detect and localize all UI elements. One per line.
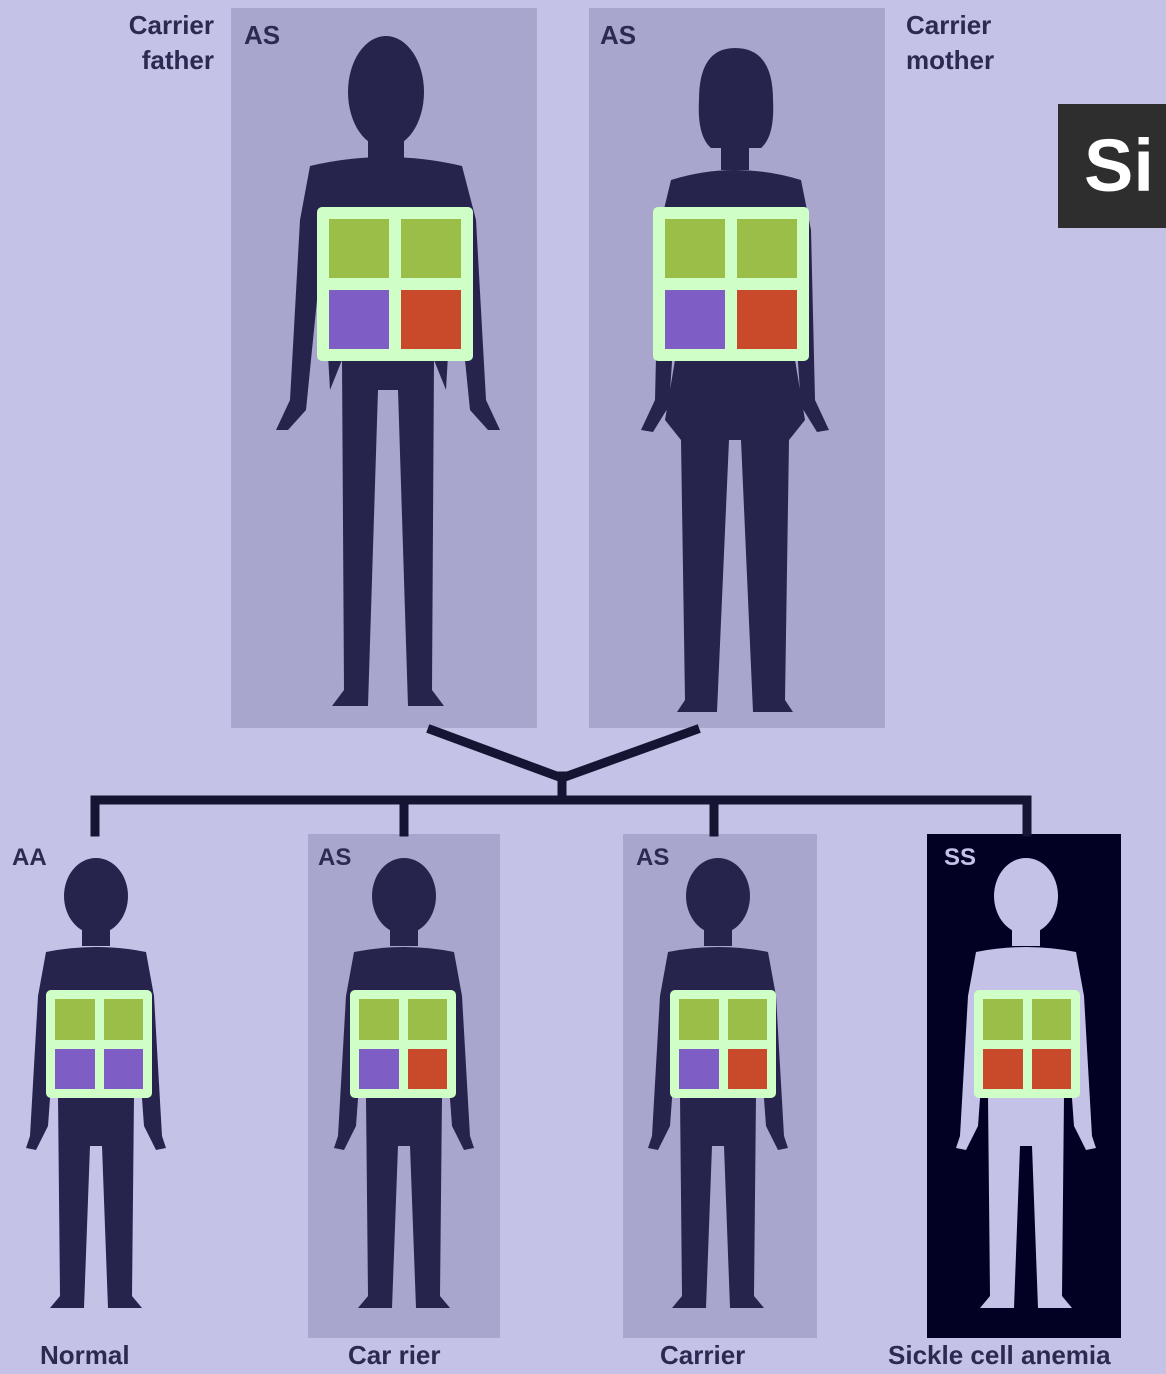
child-3-allele-grid — [670, 990, 776, 1098]
allele-cell — [401, 219, 461, 278]
allele-cell — [104, 999, 144, 1040]
child-4-caption: Sickle cell anemia — [888, 1340, 1111, 1371]
allele-cell — [983, 1049, 1023, 1090]
allele-cell — [401, 290, 461, 349]
allele-cell — [55, 1049, 95, 1090]
allele-cell — [329, 219, 389, 278]
child-2-caption: Car rier — [348, 1340, 441, 1371]
allele-cell — [665, 219, 725, 278]
allele-cell — [1032, 1049, 1072, 1090]
father-label-line2: father — [96, 43, 214, 78]
father-label: Carrier father — [96, 8, 214, 78]
allele-cell — [55, 999, 95, 1040]
child-2-genotype: AS — [318, 844, 351, 872]
allele-cell — [728, 1049, 768, 1090]
allele-cell — [737, 219, 797, 278]
child-4-allele-grid — [974, 990, 1080, 1098]
allele-cell — [679, 1049, 719, 1090]
child-4-genotype: SS — [944, 844, 976, 872]
mother-label-line2: mother — [906, 43, 994, 78]
allele-cell — [408, 1049, 448, 1090]
allele-cell — [665, 290, 725, 349]
child-1-allele-grid — [46, 990, 152, 1098]
child-1-genotype: AA — [12, 844, 47, 872]
child-3-genotype: AS — [636, 844, 669, 872]
child-1-caption: Normal — [40, 1340, 130, 1371]
mother-label-line1: Carrier — [906, 8, 994, 43]
title-fragment: Si — [1058, 104, 1166, 228]
allele-cell — [1032, 999, 1072, 1040]
allele-cell — [408, 999, 448, 1040]
adult-male-silhouette-icon — [258, 30, 518, 722]
allele-cell — [679, 999, 719, 1040]
mother-genotype: AS — [600, 20, 636, 51]
allele-cell — [104, 1049, 144, 1090]
father-label-line1: Carrier — [96, 8, 214, 43]
allele-cell — [728, 999, 768, 1040]
allele-cell — [983, 999, 1023, 1040]
adult-female-silhouette-icon — [615, 40, 855, 722]
child-2-allele-grid — [350, 990, 456, 1098]
father-genotype: AS — [244, 20, 280, 51]
mother-label: Carrier mother — [906, 8, 994, 78]
allele-cell — [359, 999, 399, 1040]
allele-cell — [359, 1049, 399, 1090]
child-3-caption: Carrier — [660, 1340, 745, 1371]
allele-cell — [329, 290, 389, 349]
allele-cell — [737, 290, 797, 349]
mother-allele-grid — [653, 207, 809, 361]
father-allele-grid — [317, 207, 473, 361]
